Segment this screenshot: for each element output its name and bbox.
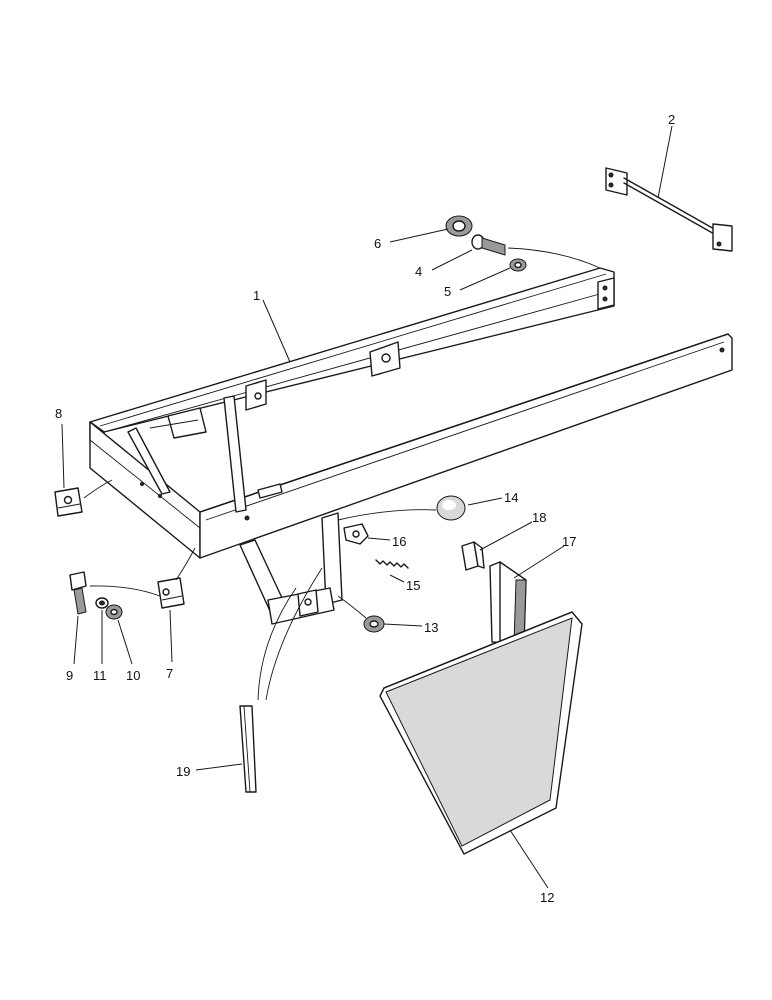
callout-14: 14: [504, 490, 518, 505]
callout-9: 9: [66, 668, 73, 683]
leg-assembly: [239, 512, 343, 625]
callout-labels: 1 2 4 5 6 7 8 9 10 11 12 13 14 15 16 17 …: [55, 112, 675, 905]
callout-5: 5: [444, 284, 451, 299]
callout-13: 13: [424, 620, 438, 635]
part-19-strip: [239, 705, 257, 793]
callout-18: 18: [532, 510, 546, 525]
leader-lines: [61, 125, 673, 889]
callout-6: 6: [374, 236, 381, 251]
callout-7: 7: [166, 666, 173, 681]
callout-15: 15: [406, 578, 420, 593]
part-12-panel: [379, 611, 583, 855]
callout-19: 19: [176, 764, 190, 779]
callout-17: 17: [562, 534, 576, 549]
callout-10: 10: [126, 668, 140, 683]
part-5-washer: [509, 258, 527, 272]
callout-16: 16: [392, 534, 406, 549]
part-7-bracket: [157, 577, 185, 609]
part-4-bolt: [471, 234, 506, 256]
part-10-nut: [105, 604, 123, 620]
part-14-knob: [436, 495, 466, 521]
part-2-support-rod: [605, 167, 733, 252]
callout-8: 8: [55, 406, 62, 421]
part-8-bracket: [54, 487, 83, 517]
part-11-washer: [95, 597, 109, 609]
part-15-spring: [375, 559, 409, 569]
callout-11: 11: [93, 668, 107, 683]
part-1-frame: [89, 267, 733, 559]
part-18-clip: [461, 541, 485, 571]
callout-1: 1: [253, 288, 260, 303]
part-6-bush: [445, 215, 473, 237]
part-17-strip: [489, 561, 527, 645]
callout-12: 12: [540, 890, 554, 905]
part-9-bolt: [69, 571, 87, 615]
callout-2: 2: [668, 112, 675, 127]
callout-4: 4: [415, 264, 422, 279]
part-13-nut: [363, 615, 385, 633]
part-16-catch: [343, 523, 369, 545]
